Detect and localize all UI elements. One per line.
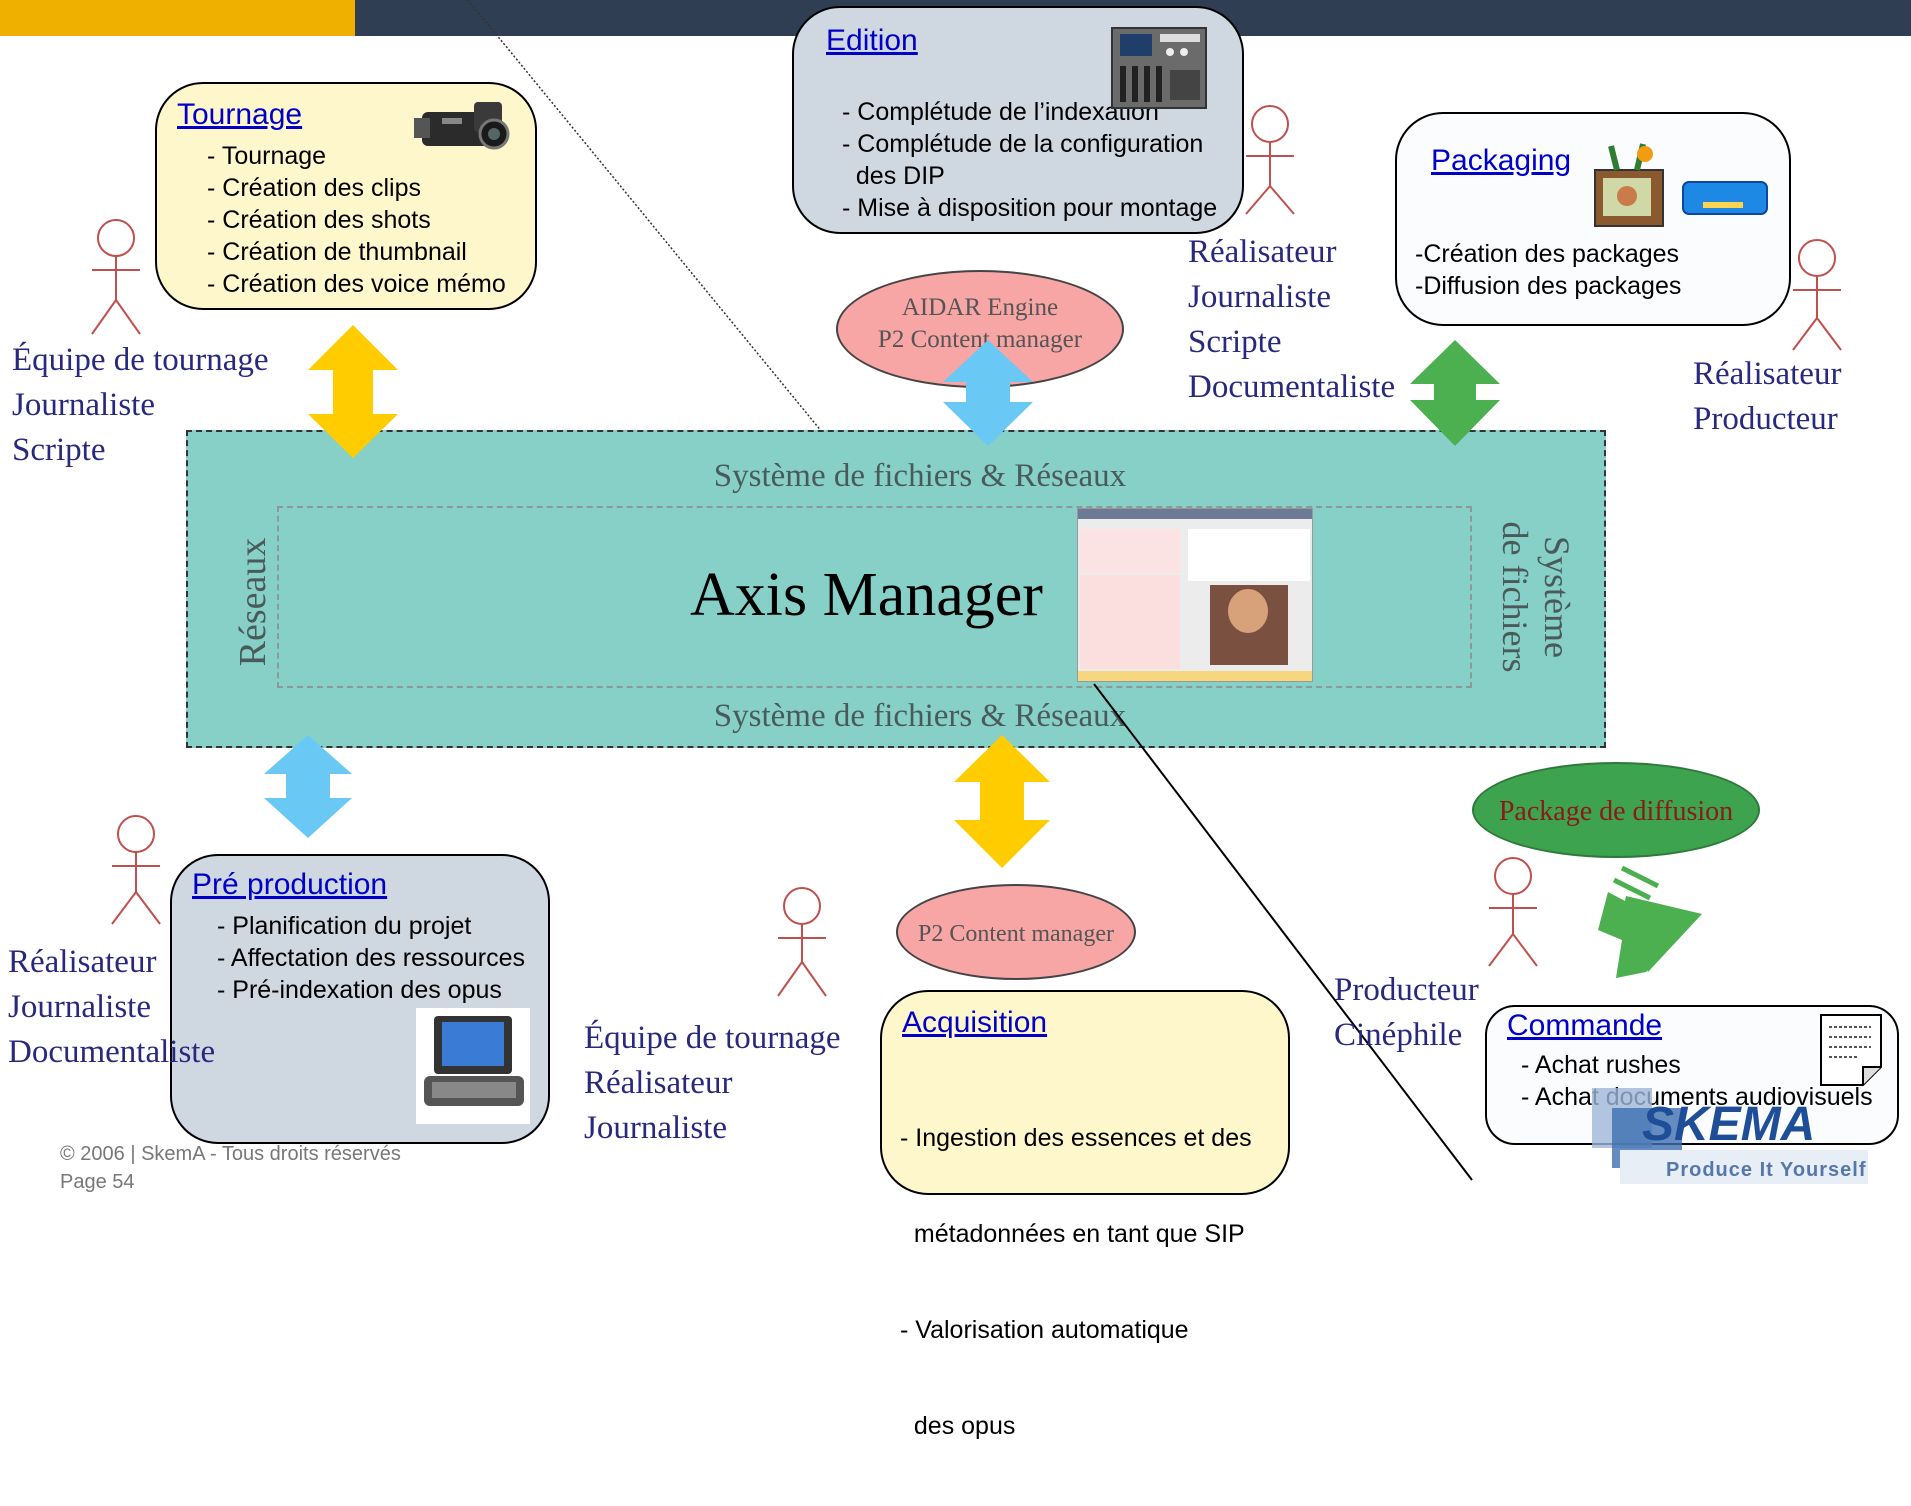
axis-manager-inner-frame — [277, 506, 1472, 688]
commande-box: Commande - Achat rushes - Achat document… — [1485, 1005, 1899, 1145]
green-down-arrow — [1598, 865, 1702, 978]
green-double-arrow — [1410, 340, 1500, 446]
edition-box: Edition - Complétude de l’indexation - C… — [792, 6, 1244, 234]
packaging-box: Packaging -Création des packages -Diffus… — [1395, 112, 1791, 326]
tournage-title[interactable]: Tournage — [177, 98, 303, 131]
yellow-double-arrow — [954, 735, 1050, 868]
role-label: Journaliste — [8, 989, 151, 1025]
top-banner-accent — [0, 0, 355, 36]
role-label: Journaliste — [584, 1110, 727, 1146]
role-label: Journaliste — [12, 387, 155, 423]
list-item: -Création des packages — [1415, 240, 1680, 268]
role-label: Producteur — [1693, 401, 1838, 437]
role-label: Documentaliste — [1188, 369, 1396, 405]
connector-line — [467, 0, 823, 433]
list-item: - Valorisation automatique — [900, 1316, 1189, 1344]
list-item: -Diffusion des packages — [1415, 272, 1682, 300]
role-label: Journaliste — [1188, 279, 1331, 315]
list-item: - Ingestion des essences et des — [900, 1124, 1252, 1152]
role-label: Cinéphile — [1334, 1017, 1463, 1053]
central-bottom-label: Système de fichiers & Réseaux — [713, 698, 1127, 734]
roles-tournage: Équipe de tournage Journaliste Scripte — [12, 338, 269, 473]
list-item: - Création de thumbnail — [207, 238, 467, 266]
commande-title[interactable]: Commande — [1507, 1009, 1663, 1042]
central-system — [186, 430, 1606, 748]
skema-logo: SKEMA Produce It Yourself — [1592, 1088, 1868, 1184]
p2-content-manager-ellipse: P2 Content manager — [896, 884, 1136, 980]
tv-dvd-icon — [1594, 143, 1768, 227]
role-label: Réalisateur — [1188, 234, 1337, 270]
blue-double-arrow — [943, 340, 1033, 446]
aidar-ellipse-line1: AIDAR Engine — [901, 294, 1059, 321]
blue-double-arrow — [264, 735, 352, 838]
roles-preproduction: Réalisateur Journaliste Documentaliste — [8, 940, 215, 1075]
roles-packaging: Réalisateur Producteur — [1693, 352, 1841, 442]
axis-manager-screenshot — [1077, 508, 1313, 682]
package-diffusion-ellipse: Package de diffusion — [1472, 762, 1760, 858]
edition-title[interactable]: Edition — [826, 24, 918, 57]
list-item: - Mise à disposition pour montage — [842, 194, 1218, 222]
list-item: - Pré-indexation des opus — [217, 976, 502, 1004]
list-item: - Création des voice mémo — [207, 270, 506, 298]
preproduction-title[interactable]: Pré production — [192, 868, 388, 901]
list-item: - Achat rushes — [1521, 1051, 1681, 1079]
list-item: métadonnées en tant que SIP — [900, 1220, 1245, 1248]
package-ellipse-label: Package de diffusion — [1498, 796, 1734, 827]
person-icon — [1245, 105, 1295, 215]
role-label: Équipe de tournage — [584, 1020, 841, 1056]
person-icon — [1488, 857, 1538, 967]
acquisition-title[interactable]: Acquisition — [902, 1006, 1048, 1039]
footer: © 2006 | SkemA - Tous droits réservés Pa… — [60, 1140, 401, 1196]
yellow-double-arrow — [308, 325, 398, 458]
list-item: - Affectation des ressources — [217, 944, 526, 972]
role-label: Réalisateur — [1693, 356, 1842, 392]
person-icon — [777, 887, 827, 997]
role-label: Documentaliste — [8, 1034, 216, 1070]
connector-line — [1093, 683, 1473, 1181]
role-label: Scripte — [1188, 324, 1282, 360]
role-label: Réalisateur — [8, 944, 157, 980]
list-item: - Complétude de l’indexation — [842, 98, 1159, 126]
packaging-title[interactable]: Packaging — [1431, 144, 1572, 177]
list-item: des opus — [900, 1412, 1016, 1440]
list-item: des DIP — [842, 162, 945, 190]
list-item: - Création des shots — [207, 206, 431, 234]
mixing-desk-icon — [1111, 27, 1207, 109]
diagram-overlay — [91, 0, 1842, 1181]
person-icon — [1792, 239, 1842, 351]
list-item: - Tournage — [207, 142, 327, 170]
person-icon — [91, 219, 141, 335]
tournage-box: Tournage - Tournage - Création des clips… — [155, 82, 537, 310]
document-icon — [1820, 1014, 1882, 1086]
role-label: Producteur — [1334, 972, 1479, 1008]
axis-manager-title: Axis Manager — [690, 561, 1043, 629]
role-label: Réalisateur — [584, 1065, 733, 1101]
central-top-label: Système de fichiers & Réseaux — [713, 458, 1127, 494]
camcorder-icon — [414, 102, 510, 150]
svg-text:Produce It Yourself: Produce It Yourself — [1666, 1159, 1867, 1181]
svg-text:SKEMA: SKEMA — [1642, 1098, 1815, 1151]
laptop-icon — [416, 1008, 530, 1124]
list-item: - Complétude de la configuration — [842, 130, 1204, 158]
list-item: - Planification du projet — [217, 912, 472, 940]
roles-edition: Réalisateur Journaliste Scripte Document… — [1188, 230, 1395, 410]
p2-ellipse-label: P2 Content manager — [918, 921, 1114, 947]
footer-copyright: © 2006 | SkemA - Tous droits réservés — [60, 1143, 401, 1165]
preproduction-box: Pré production - Planification du projet… — [170, 854, 550, 1144]
role-label: Scripte — [12, 432, 106, 468]
list-item: - Achat documents audiovisuels — [1521, 1083, 1873, 1111]
list-item: - Création des clips — [207, 174, 421, 202]
roles-acquisition: Équipe de tournage Réalisateur Journalis… — [584, 1016, 841, 1151]
role-label: Équipe de tournage — [12, 342, 269, 378]
person-icon — [111, 815, 161, 925]
roles-commande: Producteur Cinéphile — [1334, 968, 1479, 1058]
footer-page-number: Page 54 — [60, 1171, 135, 1193]
